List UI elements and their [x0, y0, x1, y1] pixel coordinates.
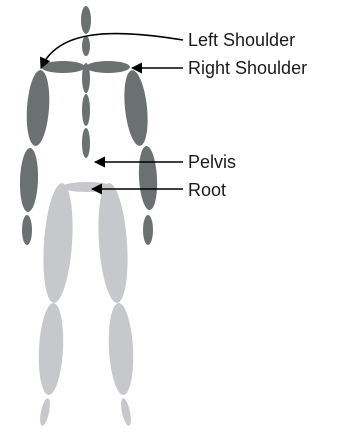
left-upper-arm-segment [24, 69, 51, 146]
right-thigh-segment [95, 182, 131, 304]
left-hand-segment [22, 215, 32, 245]
spine-mid-segment [82, 94, 90, 126]
root-label: Root [188, 180, 226, 200]
upper-body [19, 6, 159, 245]
right-shoulder-segment [86, 61, 130, 73]
right-shoulder-label: Right Shoulder [188, 58, 307, 78]
left-shin-segment [37, 302, 66, 395]
left-forearm-segment [19, 148, 39, 213]
left-shoulder-segment [41, 61, 85, 73]
left-thigh-segment [40, 182, 76, 304]
left-foot-segment [38, 397, 52, 426]
callout-arrows [41, 33, 183, 189]
neck-segment [82, 36, 90, 56]
pelvis-label: Pelvis [188, 152, 236, 172]
lower-body [37, 182, 136, 427]
right-upper-arm-segment [121, 69, 151, 147]
head-segment [81, 6, 91, 34]
right-forearm-segment [137, 146, 158, 211]
right-hand-segment [143, 215, 153, 245]
spine-lower-segment [82, 128, 90, 158]
left-shoulder-label: Left Shoulder [188, 30, 295, 50]
spine-upper-segment [82, 63, 90, 93]
right-foot-segment [119, 397, 133, 426]
right-shin-segment [107, 302, 136, 395]
